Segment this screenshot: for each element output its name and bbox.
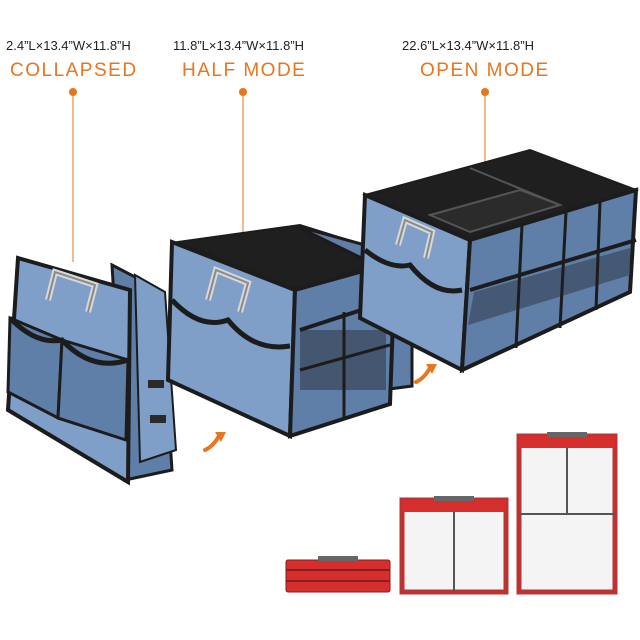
open-mode-schematic <box>516 432 618 595</box>
collapsed-organizer <box>5 255 178 486</box>
callout-pins <box>69 88 489 262</box>
half-mode-dimensions: 11.8”L×13.4”W×11.8”H <box>173 38 305 53</box>
open-mode-label: OPEN MODE <box>420 60 550 81</box>
collapsed-schematic <box>285 556 391 593</box>
open-mode-organizer <box>357 148 640 374</box>
collapsed-label: COLLAPSED <box>10 60 138 81</box>
half-mode-label: HALF MODE <box>182 60 307 81</box>
half-mode-schematic <box>399 496 509 595</box>
arrow-icon <box>203 364 437 452</box>
open-mode-dimensions: 22.6”L×13.4”W×11.8”H <box>402 38 534 53</box>
half-mode-organizer <box>165 223 416 440</box>
collapsed-dimensions: 2.4”L×13.4”W×11.8”H <box>6 38 131 53</box>
